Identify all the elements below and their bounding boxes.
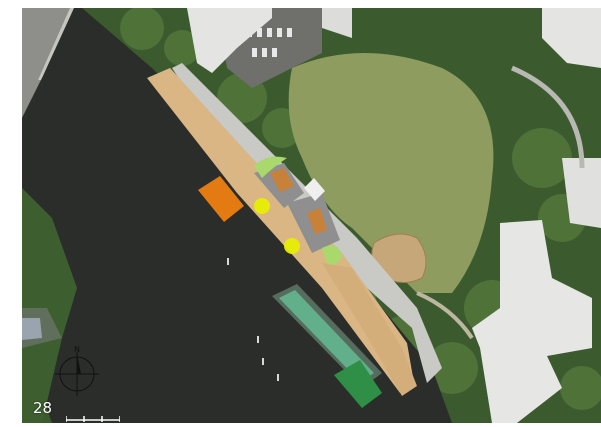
boats xyxy=(227,258,279,381)
kiosk xyxy=(304,178,325,201)
aerial-map-svg xyxy=(22,8,601,423)
park-path xyxy=(416,291,474,340)
green-accent-south xyxy=(322,245,342,265)
compass-north-label: N xyxy=(74,345,80,354)
yellow-tree-marker-1 xyxy=(254,198,270,214)
building-east-mid xyxy=(562,158,601,228)
scale-bar xyxy=(65,408,121,422)
compass-icon: N xyxy=(55,345,99,396)
pool-green-end xyxy=(334,360,382,408)
boardwalk xyxy=(147,68,414,393)
pavilion-north-top xyxy=(270,168,294,192)
orange-plaza xyxy=(198,176,244,222)
scale-bar-graphic xyxy=(65,416,121,422)
building-north xyxy=(187,8,272,73)
building-northeast xyxy=(322,8,352,38)
green-accent-north xyxy=(254,156,287,178)
aerial-map[interactable] xyxy=(22,8,601,423)
compass-rose: N xyxy=(50,344,104,398)
building-southeast xyxy=(472,220,592,423)
river xyxy=(22,8,452,423)
river-bank-west xyxy=(22,188,77,423)
building-southwest xyxy=(22,318,42,340)
boardwalk-lower xyxy=(322,263,417,396)
yellow-tree-marker-2 xyxy=(284,238,300,254)
park-road xyxy=(511,65,585,169)
park-lawn xyxy=(288,53,494,293)
building-east-top xyxy=(542,8,601,68)
pavilion-south-top xyxy=(307,208,327,234)
pool-water xyxy=(279,290,374,382)
page-number: 28 xyxy=(33,399,53,417)
